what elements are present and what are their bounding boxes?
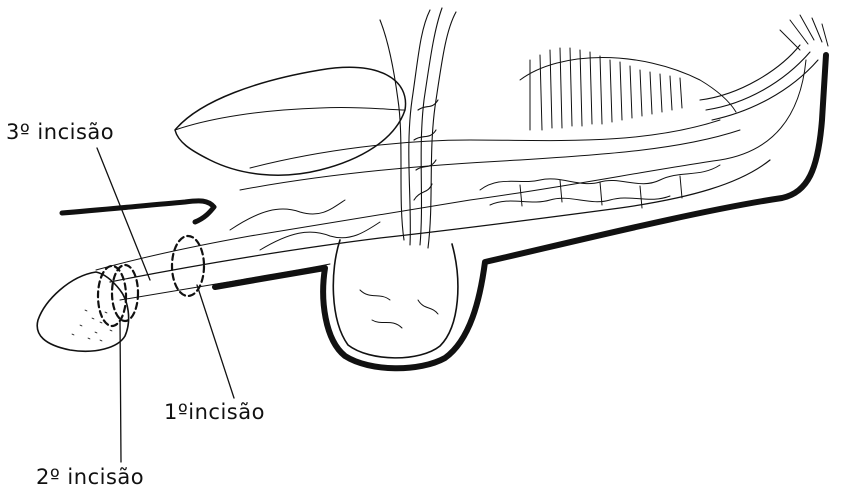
fascia-upper: [175, 107, 405, 130]
outline-shadow: [215, 55, 826, 368]
leader-line-1: [197, 285, 234, 398]
incision-ring-1: [172, 236, 204, 296]
fascia-mid: [250, 120, 720, 168]
spermatic-cord: [380, 8, 456, 248]
incision-3-label: 3º incisão: [6, 120, 114, 144]
body-outline: [96, 60, 806, 270]
leader-line-3: [97, 148, 150, 280]
dorsal-wire: [62, 201, 214, 222]
hair-fringe: [520, 48, 736, 130]
vessel-network: [230, 165, 720, 250]
lower-body-outline: [120, 264, 330, 300]
glans-stipple: [72, 310, 112, 341]
incision-ring-2b: [112, 265, 138, 321]
fascia-lower: [240, 130, 740, 190]
incision-1-label: 1ºincisão: [164, 400, 265, 424]
scrotum: [333, 240, 458, 358]
glans: [37, 272, 128, 351]
incision-2-label: 2º incisão: [36, 465, 144, 489]
right-tuft: [780, 15, 828, 50]
right-cord: [700, 45, 818, 120]
